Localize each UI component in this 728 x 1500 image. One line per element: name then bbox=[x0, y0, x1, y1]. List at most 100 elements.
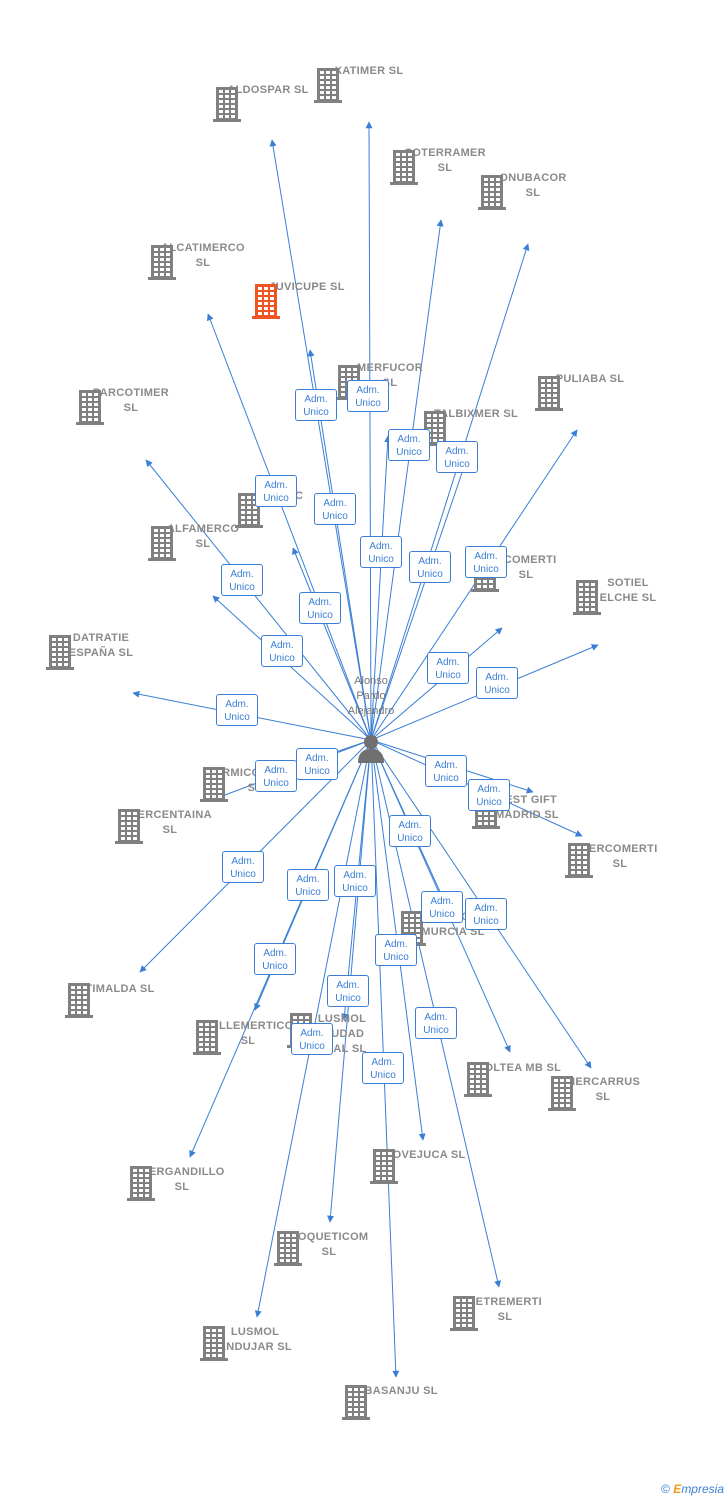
company-node-lusmolandujar[interactable]: LUSMOL ANDUJAR SL bbox=[200, 1325, 310, 1361]
company-node-mergandillo[interactable]: MERGANDILLO SL bbox=[127, 1165, 237, 1201]
company-label: TIMALDA SL bbox=[85, 983, 155, 995]
company-node-talbixmer[interactable]: TALBIXMER SL bbox=[421, 407, 531, 446]
edge-role-badge[interactable]: Adm. Unico bbox=[254, 943, 296, 975]
edge-role-badge[interactable]: Adm. Unico bbox=[255, 475, 297, 507]
building-icon bbox=[314, 68, 342, 103]
edge-role-badge[interactable]: Adm. Unico bbox=[415, 1007, 457, 1039]
company-node-onubacor[interactable]: ONUBACOR SL bbox=[478, 171, 588, 210]
brand-name: mpresia bbox=[681, 1482, 724, 1496]
building-icon bbox=[148, 245, 176, 280]
edge-role-badge[interactable]: Adm. Unico bbox=[425, 755, 467, 787]
building-icon bbox=[565, 843, 593, 878]
edge-role-badge[interactable]: Adm. Unico bbox=[375, 934, 417, 966]
building-icon bbox=[200, 1326, 228, 1361]
company-node-timalda[interactable]: TIMALDA SL bbox=[65, 982, 175, 1018]
company-node-parcotimer[interactable]: PARCOTIMER SL bbox=[76, 386, 186, 425]
company-node-roqueticom[interactable]: ROQUETICOM SL bbox=[274, 1230, 384, 1266]
company-label: PARCOTIMER SL bbox=[92, 387, 170, 414]
company-node-datratie[interactable]: DATRATIE ESPAÑA SL bbox=[46, 631, 156, 670]
company-label: COVEJUCA SL bbox=[384, 1149, 466, 1161]
company-node-xatimer[interactable]: XATIMER SL bbox=[314, 64, 424, 103]
brand-initial: E bbox=[673, 1482, 682, 1496]
edge-alfamerco bbox=[212, 595, 372, 741]
company-node-puliaba[interactable]: PULIABA SL bbox=[535, 372, 645, 411]
building-icon bbox=[274, 1231, 302, 1266]
company-node-alcatimerco[interactable]: ALCATIMERCO SL bbox=[148, 241, 258, 280]
company-node-soltea[interactable]: SOLTEA MB SL bbox=[464, 1061, 574, 1097]
edge-role-badge[interactable]: Adm. Unico bbox=[360, 536, 402, 568]
building-icon bbox=[235, 493, 263, 528]
company-label: ABASANJU SL bbox=[356, 1385, 438, 1397]
edge-role-badge[interactable]: Adm. Unico bbox=[465, 546, 507, 578]
company-label: XATIMER SL bbox=[334, 65, 404, 77]
building-icon bbox=[193, 1020, 221, 1055]
building-icon bbox=[76, 390, 104, 425]
edge-role-badge[interactable]: Adm. Unico bbox=[287, 869, 329, 901]
edge-role-badge[interactable]: Adm. Unico bbox=[468, 779, 510, 811]
edge-role-badge[interactable]: Adm. Unico bbox=[216, 694, 258, 726]
company-label: SOTIEL ELCHE SL bbox=[599, 577, 657, 604]
edge-role-badge[interactable]: Adm. Unico bbox=[295, 389, 337, 421]
edge-role-badge[interactable]: Adm. Unico bbox=[221, 564, 263, 596]
company-label: MERCARRUS SL bbox=[565, 1076, 641, 1103]
company-label: MERGANDILLO SL bbox=[139, 1166, 225, 1193]
edge-role-badge[interactable]: Adm. Unico bbox=[421, 891, 463, 923]
company-label: PULIABA SL bbox=[555, 373, 625, 385]
building-icon bbox=[148, 526, 176, 561]
company-node-jercomerti[interactable]: JERCOMERTI SL bbox=[565, 842, 675, 878]
edge-role-badge[interactable]: Adm. Unico bbox=[409, 551, 451, 583]
company-label: ONUBACOR SL bbox=[499, 172, 567, 199]
edge-role-badge[interactable]: Adm. Unico bbox=[476, 667, 518, 699]
company-node-alfamerco[interactable]: ALFAMERCO SL bbox=[148, 522, 258, 561]
edge-role-badge[interactable]: Adm. Unico bbox=[389, 815, 431, 847]
company-label: PETREMERTI SL bbox=[468, 1296, 542, 1323]
company-label: MERCENTAINA SL bbox=[128, 809, 212, 836]
building-icon bbox=[115, 809, 143, 844]
company-node-coterramer[interactable]: COTERRAMER SL bbox=[390, 146, 500, 185]
person-icon bbox=[358, 735, 384, 763]
edge-role-badge[interactable]: Adm. Unico bbox=[362, 1052, 404, 1084]
edge-role-badge[interactable]: Adm. Unico bbox=[222, 851, 264, 883]
company-node-cullemertico[interactable]: CULLEMERTICO SL bbox=[193, 1019, 303, 1055]
edge-role-badge[interactable]: Adm. Unico bbox=[314, 493, 356, 525]
building-icon bbox=[213, 87, 241, 122]
edge-role-badge[interactable]: Adm. Unico bbox=[296, 748, 338, 780]
center-person[interactable]: Alonso Pardo Alejandro bbox=[326, 674, 416, 763]
edge-xatimer bbox=[365, 121, 373, 741]
edge-talbixmer bbox=[370, 463, 467, 741]
company-node-sotiel[interactable]: SOTIEL ELCHE SL bbox=[573, 576, 683, 615]
building-icon bbox=[127, 1166, 155, 1201]
company-label: ALFAMERCO SL bbox=[166, 523, 240, 550]
company-label: ACOMERTI SL bbox=[495, 554, 557, 581]
edge-role-badge[interactable]: Adm. Unico bbox=[465, 898, 507, 930]
company-node-mercarrus[interactable]: MERCARRUS SL bbox=[548, 1075, 658, 1111]
edge-role-badge[interactable]: Adm. Unico bbox=[334, 865, 376, 897]
edge-acomerti bbox=[370, 627, 503, 741]
edge-alcatimerco bbox=[206, 313, 372, 741]
company-node-abasanju[interactable]: ABASANJU SL bbox=[342, 1384, 452, 1420]
edge-role-badge[interactable]: Adm. Unico bbox=[327, 975, 369, 1007]
company-node-mercentaina[interactable]: MERCENTAINA SL bbox=[115, 808, 225, 844]
edge-role-badge[interactable]: Adm. Unico bbox=[347, 380, 389, 412]
edge-role-badge[interactable]: Adm. Unico bbox=[388, 429, 430, 461]
edge-role-badge[interactable]: Adm. Unico bbox=[255, 760, 297, 792]
building-icon bbox=[390, 150, 418, 185]
building-icon bbox=[65, 983, 93, 1018]
building-icon bbox=[573, 580, 601, 615]
edge-role-badge[interactable]: Adm. Unico bbox=[299, 592, 341, 624]
building-icon bbox=[252, 284, 280, 319]
building-icon bbox=[548, 1076, 576, 1111]
edge-role-badge[interactable]: Adm. Unico bbox=[427, 652, 469, 684]
edge-role-badge[interactable]: Adm. Unico bbox=[261, 635, 303, 667]
center-person-label: Alonso Pardo Alejandro bbox=[347, 675, 395, 717]
footer-brand: © Empresia bbox=[661, 1482, 724, 1496]
edge-role-badge[interactable]: Adm. Unico bbox=[291, 1023, 333, 1055]
company-node-aldospar[interactable]: ALDOSPAR SL bbox=[213, 83, 323, 122]
edge-role-badge[interactable]: Adm. Unico bbox=[436, 441, 478, 473]
building-icon bbox=[370, 1149, 398, 1184]
company-node-covejuca[interactable]: COVEJUCA SL bbox=[370, 1148, 480, 1184]
company-node-petremerti[interactable]: PETREMERTI SL bbox=[450, 1295, 560, 1331]
edge-merfucor bbox=[370, 435, 392, 741]
company-node-juvicupe[interactable]: JUVICUPE SL bbox=[252, 280, 362, 319]
